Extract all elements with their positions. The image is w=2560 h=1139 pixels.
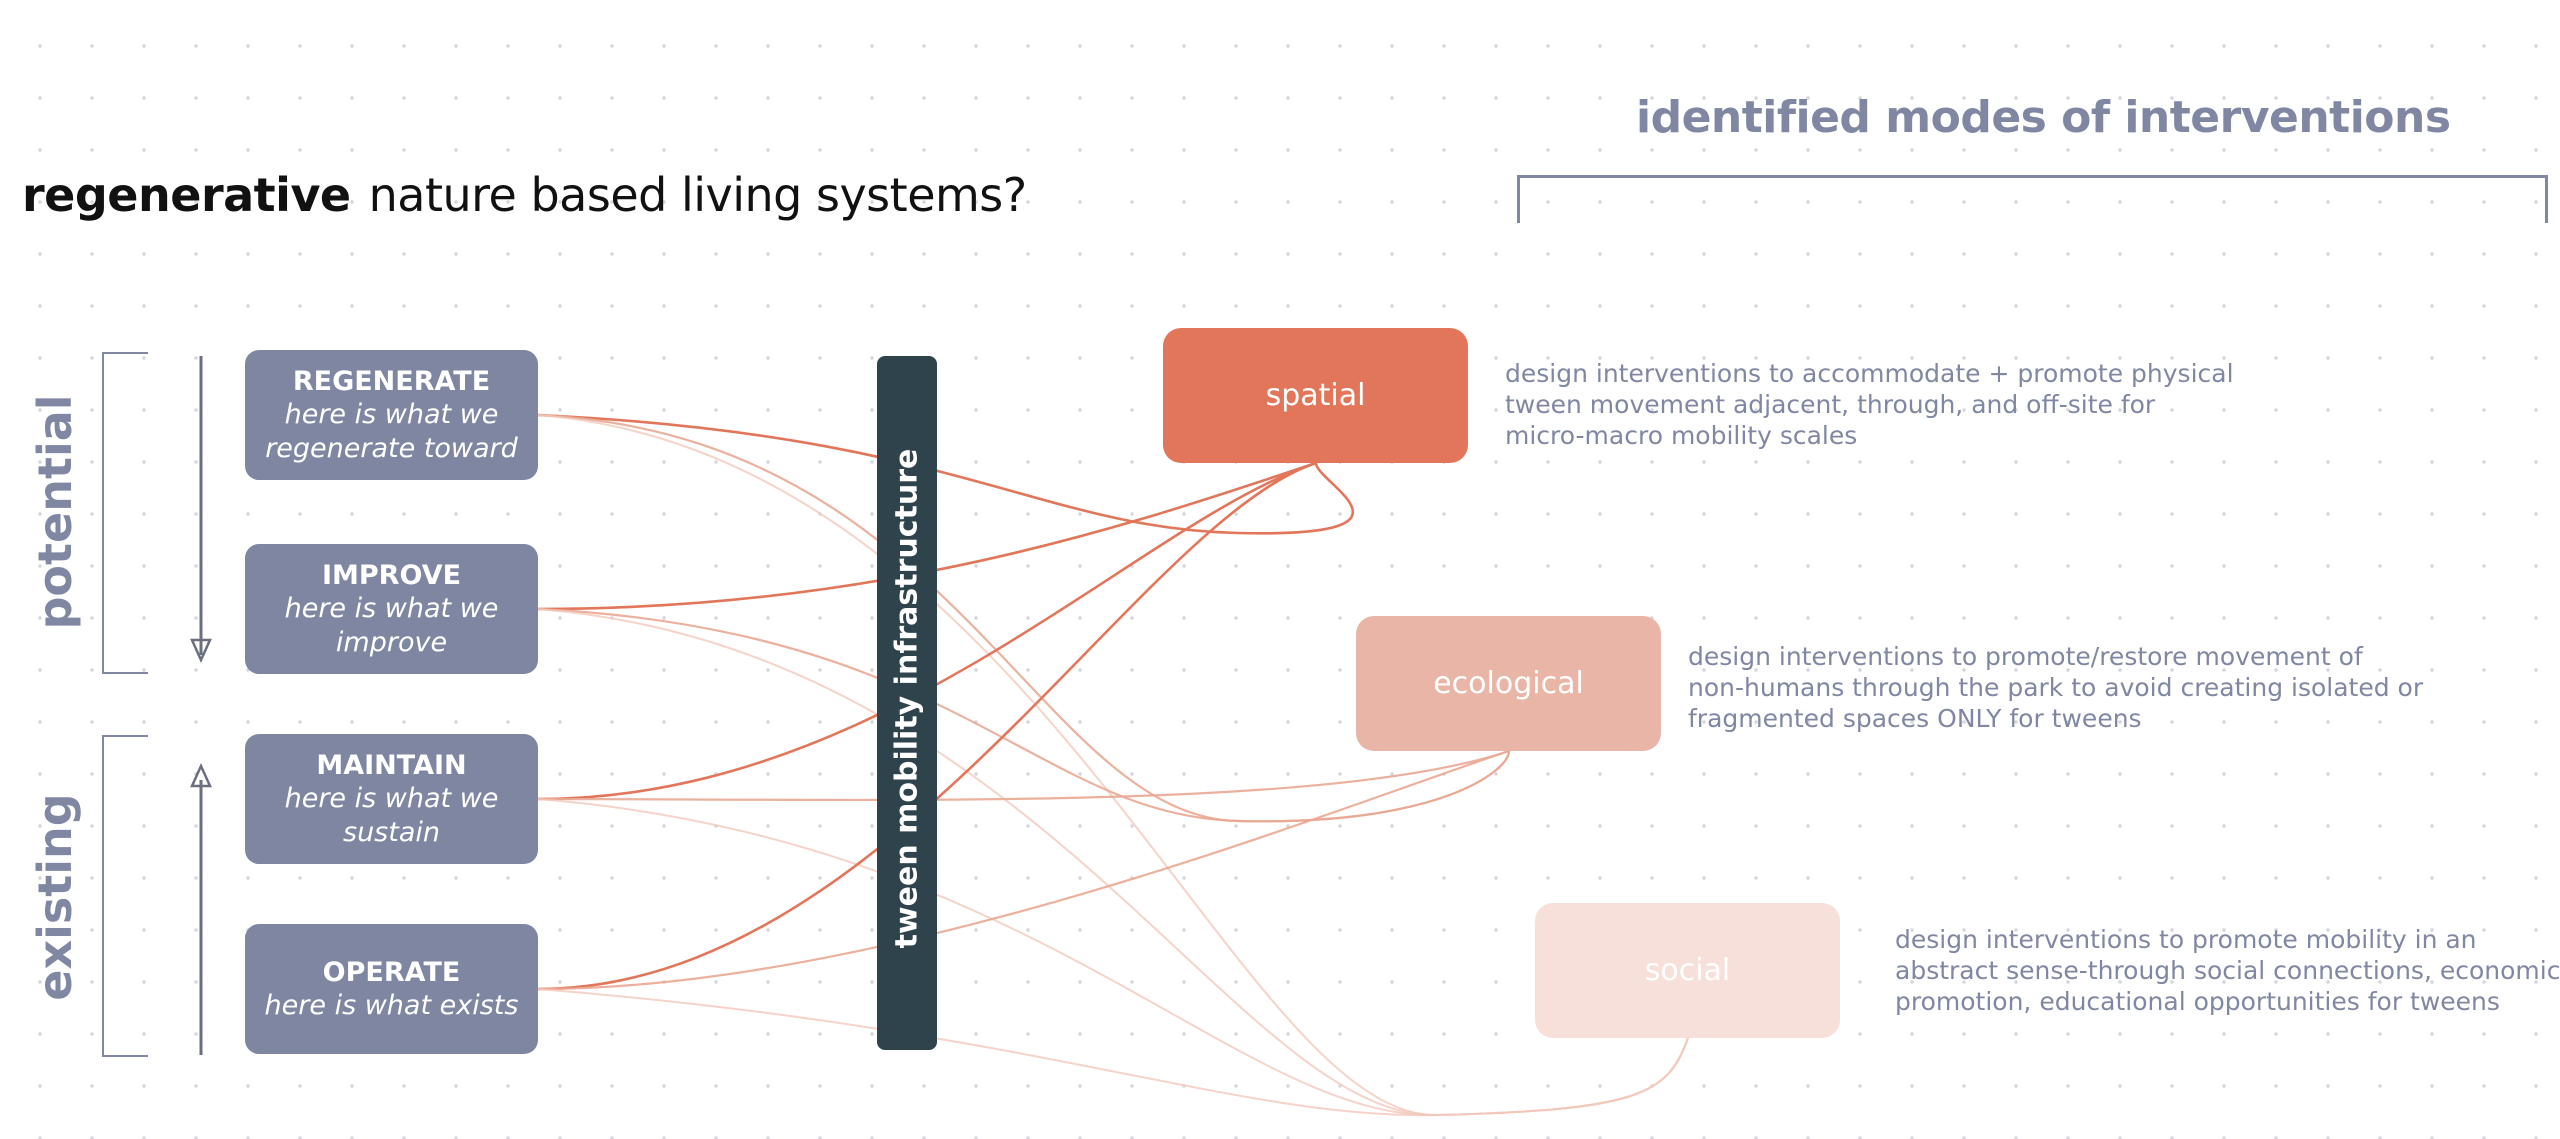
- stage-subtitle: here is what we regenerate toward: [265, 398, 518, 464]
- stage-heading: MAINTAIN: [316, 749, 467, 781]
- stage-subtitle: here is what we sustain: [284, 782, 499, 848]
- mobility-infrastructure-bar: [877, 356, 937, 1050]
- spatial-description: design interventions to accommodate + pr…: [1505, 358, 2234, 451]
- description-line: design interventions to promote mobility…: [1895, 925, 2477, 954]
- link-operate-spatial: [537, 461, 1317, 991]
- description-line: tween movement adjacent, through, and of…: [1505, 390, 2156, 419]
- description-line: design interventions to promote/restore …: [1688, 642, 2363, 671]
- social-description: design interventions to promote mobility…: [1895, 924, 2560, 1017]
- description-line: abstract sense-through social connection…: [1895, 956, 2560, 985]
- description-line: fragmented spaces ONLY for tweens: [1688, 704, 2142, 733]
- description-line: non-humans through the park to avoid cre…: [1688, 673, 2424, 702]
- title-rest: nature based living systems?: [368, 168, 1028, 222]
- link-operate-ecological: [537, 749, 1510, 991]
- link-maintain-social: [537, 798, 1689, 1117]
- description-line: promotion, educational opportunities for…: [1895, 987, 2500, 1016]
- mode-social: social: [1535, 903, 1840, 1038]
- page-title: regenerative nature based living systems?: [22, 168, 1027, 222]
- link-improve-ecological: [537, 607, 1511, 823]
- mobility-infrastructure-label: tween mobility infrastructure: [889, 448, 925, 949]
- existing-bracket: [102, 735, 148, 1057]
- down-arrow-icon: [190, 638, 212, 664]
- stage-subtitle: here is what we improve: [284, 592, 499, 658]
- link-maintain-ecological: [537, 749, 1510, 802]
- description-line: micro-macro mobility scales: [1505, 421, 1858, 450]
- link-operate-social: [537, 988, 1689, 1117]
- link-regenerate-social: [537, 414, 1689, 1117]
- stage-heading: REGENERATE: [292, 365, 491, 397]
- link-maintain-spatial: [537, 461, 1317, 801]
- up-arrow-icon: [190, 762, 212, 788]
- stage-operate: OPERATE here is what exists: [245, 924, 538, 1054]
- link-improve-spatial: [537, 461, 1317, 611]
- mode-spatial: spatial: [1163, 328, 1468, 463]
- stage-improve: IMPROVE here is what we improve: [245, 544, 538, 674]
- title-bold: regenerative: [22, 168, 351, 222]
- description-line: design interventions to accommodate + pr…: [1505, 359, 2234, 388]
- section-bracket: [1517, 175, 2548, 223]
- link-regenerate-spatial: [537, 413, 1354, 535]
- stage-regenerate: REGENERATE here is what we regenerate to…: [245, 350, 538, 480]
- section-title: identified modes of interventions: [1636, 92, 2451, 143]
- stage-heading: OPERATE: [322, 956, 461, 988]
- ecological-description: design interventions to promote/restore …: [1688, 641, 2423, 734]
- stage-subtitle: here is what exists: [264, 989, 519, 1021]
- stage-maintain: MAINTAIN here is what we sustain: [245, 734, 538, 864]
- potential-bracket: [102, 352, 148, 674]
- mode-ecological: ecological: [1356, 616, 1661, 751]
- stage-heading: IMPROVE: [321, 559, 462, 591]
